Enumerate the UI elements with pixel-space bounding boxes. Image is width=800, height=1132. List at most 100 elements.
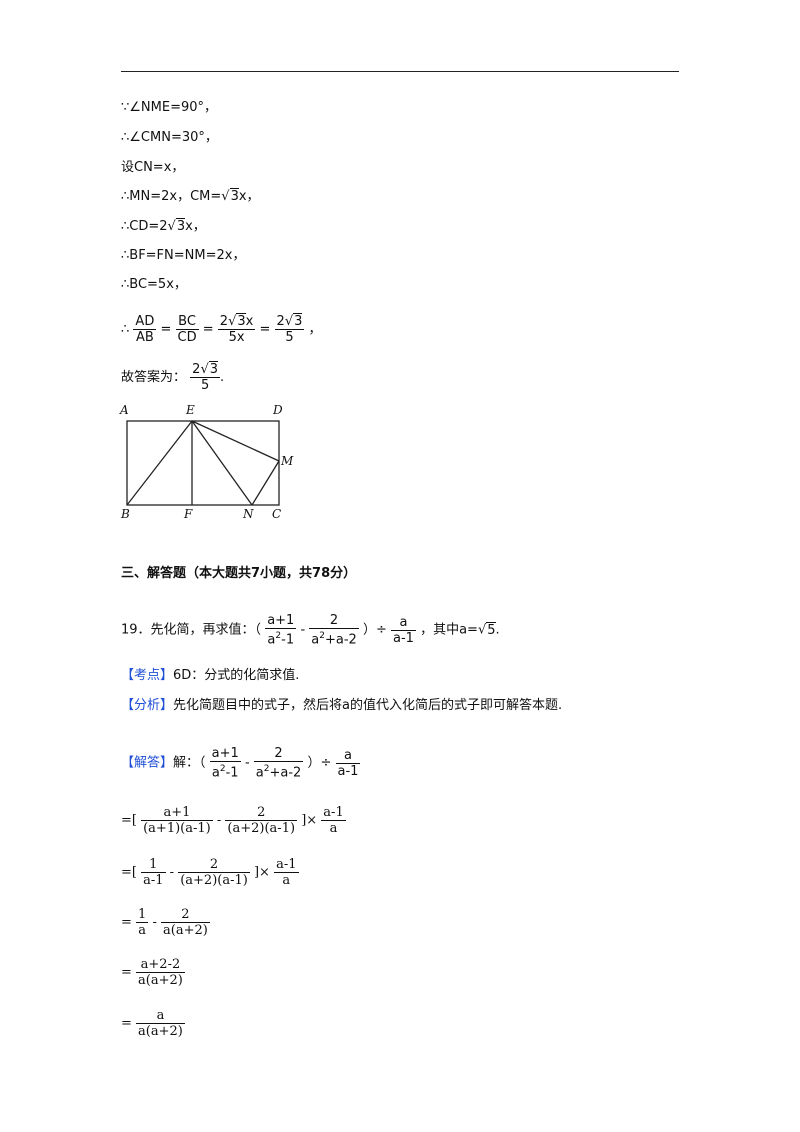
line-text: ∴BF=FN=NM=2x，	[121, 248, 246, 263]
bracket-times: ]×	[253, 865, 270, 880]
denominator: a-1	[393, 630, 414, 646]
line-text: 设CN=x，	[121, 160, 185, 175]
minus-sign: -	[244, 755, 254, 771]
punct: ，	[308, 322, 322, 337]
fraction-s1a: a+1(a+1)(a-1)	[141, 805, 213, 836]
label-b: B	[121, 507, 130, 521]
denominator: a	[282, 873, 291, 888]
denominator: (a+2)(a-1)	[180, 873, 248, 888]
bracket-times: ]×	[301, 813, 318, 828]
numerator: a+1	[141, 805, 213, 821]
denominator: a	[329, 821, 338, 836]
den-rest: +a-2	[325, 632, 357, 648]
exponent: 2	[275, 631, 282, 641]
step-lead: =[	[121, 813, 137, 828]
numerator: a	[391, 615, 416, 631]
numerator: a-1	[274, 857, 299, 873]
denominator: a-1	[143, 873, 164, 888]
denominator: a2+a-2	[309, 629, 359, 647]
segment-em	[191, 420, 280, 462]
sqrt-radicand: 3	[175, 218, 186, 234]
denominator: a(a+2)	[138, 1024, 183, 1039]
sqrt-radicand: 3	[293, 313, 303, 329]
equals-sign: =	[259, 322, 271, 337]
segment-eb	[126, 420, 193, 506]
sqrt-radicand: 5	[486, 621, 496, 638]
punct: .	[495, 622, 500, 638]
line-bc: ∴BC=5x，	[121, 277, 187, 293]
sqrt-radicand: 3	[229, 188, 239, 204]
fenxi-line: 【分析】先化简题目中的式子，然后将a的值代入化简后的式子即可解答本题.	[121, 698, 562, 714]
denominator: a(a+2)	[163, 923, 208, 938]
var: x	[245, 314, 254, 329]
den-rest: +a-2	[269, 765, 302, 781]
line-mn-cm: ∴MN=2x，CM=√3x，	[121, 188, 260, 204]
line-text: ∴CD=2	[121, 219, 168, 234]
den-base: a	[311, 632, 320, 648]
answer-label: 故答案为：	[121, 370, 187, 385]
label-f: F	[184, 507, 193, 521]
fenxi-text: 先化简题目中的式子，然后将a的值代入化简后的式子即可解答本题.	[173, 698, 563, 713]
den-base: a	[255, 765, 264, 781]
line-text: ∴MN=2x，CM=	[121, 189, 222, 204]
den-base: a	[211, 765, 220, 781]
denominator: (a+2)(a-1)	[227, 821, 296, 836]
denominator: (a+1)(a-1)	[143, 821, 211, 836]
numerator: a-1	[321, 805, 346, 821]
equals-sign: =	[160, 322, 172, 337]
kaodian-text: 6D：分式的化简求值.	[173, 668, 300, 683]
label-a: A	[120, 403, 129, 417]
denominator: a	[138, 923, 147, 938]
numerator: 1	[141, 857, 166, 873]
denominator: a2+a-2	[254, 762, 304, 780]
line-text: ∴∠CMN=30°，	[121, 130, 218, 145]
numerator: 2√3	[274, 313, 305, 330]
rectangle-abcd	[126, 420, 280, 506]
numerator: 2	[225, 805, 298, 821]
punct: .	[220, 370, 225, 385]
denominator: a(a+2)	[138, 973, 183, 988]
divide-sign: ）÷	[362, 622, 387, 638]
numerator: 2√3	[190, 361, 221, 378]
kaodian-tag: 【考点】	[121, 668, 174, 683]
coef: 2	[276, 314, 285, 329]
divide-sign: ）÷	[307, 755, 332, 771]
step-lead: =[	[121, 865, 137, 880]
label-m: M	[281, 454, 294, 468]
denominator: a2-1	[210, 762, 241, 780]
coef: 2	[192, 362, 201, 377]
sqrt-radicand: 3	[236, 313, 246, 329]
label-n: N	[243, 507, 254, 521]
minus-sign: -	[152, 915, 157, 930]
step-lead: =	[121, 1016, 132, 1031]
fraction-s1b: 2(a+2)(a-1)	[225, 805, 298, 836]
numerator: BC	[175, 314, 199, 330]
section-title: 三、解答题（本大题共7小题，共78分）	[121, 566, 356, 582]
den-rest: -1	[281, 632, 295, 648]
label-c: C	[272, 507, 282, 521]
line-text: ∵∠NME=90°，	[121, 100, 218, 115]
geometry-figure: A E D M B F N C	[110, 400, 310, 525]
condition-text: ，其中a=	[420, 622, 478, 638]
denominator: AB	[135, 330, 154, 345]
sqrt-radicand: 3	[208, 361, 219, 377]
line-bf-fn-nm: ∴BF=FN=NM=2x，	[121, 248, 245, 264]
kaodian-line: 【考点】6D：分式的化简求值.	[121, 668, 299, 684]
figure-svg	[126, 420, 280, 506]
label-d: D	[273, 403, 283, 417]
denominator: CD	[177, 330, 197, 345]
